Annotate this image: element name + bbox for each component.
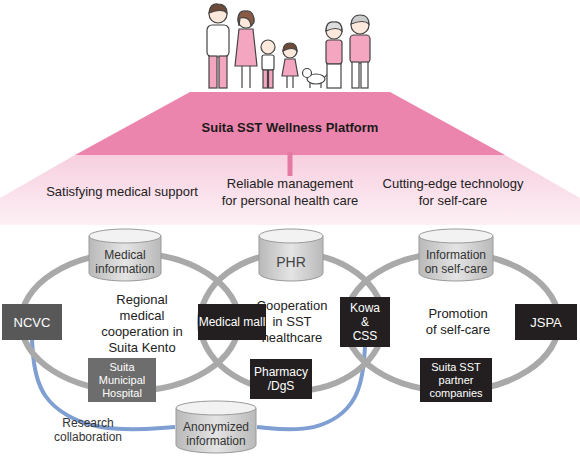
dog-leg (309, 83, 310, 88)
organization-name: Pharmacy /DgS (250, 365, 312, 393)
person-leg (269, 70, 274, 88)
database-cylinder: PHR (258, 228, 324, 282)
database-cylinder: Anonymized information (175, 400, 257, 454)
person-hair (326, 22, 342, 31)
ring-label: Promotion of self-care (424, 306, 492, 338)
person-head (351, 16, 369, 34)
person-leg (219, 56, 227, 88)
organization-box: Suita SST partner companies (420, 358, 492, 402)
person-leg (241, 66, 242, 88)
organization-name: NCVC (14, 315, 51, 330)
person-leg (327, 64, 341, 88)
person-body (207, 25, 229, 57)
person-head (283, 44, 297, 58)
organization-box: Medical mall (198, 304, 266, 340)
person-hair (283, 43, 297, 51)
cylinder-top (259, 229, 323, 243)
database-label: PHR (260, 254, 322, 270)
platform-stem (288, 152, 293, 176)
organization-box: Kowa & CSS (340, 297, 390, 347)
value-band-shape (0, 155, 580, 225)
organization-name: Suita Municipal Hospital (91, 361, 153, 400)
organization-box: Suita Municipal Hospital (88, 358, 156, 402)
organization-box: JSPA (515, 304, 577, 340)
database-cylinder: Medical information (88, 228, 162, 282)
connector-label: Research collaboration (48, 416, 128, 444)
person-leg (249, 66, 250, 88)
platform-band: Suita SST Wellness Platform (75, 92, 505, 155)
organization-box: Pharmacy /DgS (250, 359, 312, 399)
person-hair (238, 11, 254, 26)
person-body (262, 55, 274, 70)
value-text: Satisfying medical support (22, 183, 222, 200)
organization-name: Suita SST partner companies (423, 361, 489, 400)
person-leg (361, 62, 368, 88)
person-body (282, 59, 298, 76)
person-body (235, 29, 257, 66)
person-leg (286, 76, 287, 88)
family-illustration (207, 4, 370, 88)
person-head (261, 40, 275, 54)
dog-head (303, 69, 312, 78)
database-cylinder: Information on self-care (418, 228, 494, 282)
person-hair (351, 15, 369, 24)
platform-band-shape (75, 92, 505, 155)
platform-title: Suita SST Wellness Platform (140, 120, 440, 136)
value-text: Cutting-edge technology for self-care (378, 175, 528, 209)
person-hair (209, 4, 227, 13)
organization-box: NCVC (2, 304, 62, 340)
database-label: Information on self-care (420, 248, 492, 276)
database-label: Anonymized information (177, 420, 255, 448)
value-text: Reliable management for personal health … (220, 175, 361, 209)
person-body (326, 40, 342, 64)
organization-name: Medical mall (199, 315, 266, 329)
cylinder-top (89, 229, 161, 243)
person-leg (292, 76, 293, 88)
person-leg (263, 70, 268, 88)
organization-name: Kowa & CSS (340, 301, 390, 343)
organization-name: JSPA (530, 315, 562, 330)
database-label: Medical information (90, 248, 160, 276)
dog-leg (320, 83, 321, 88)
cylinder-top (419, 229, 493, 243)
person-leg (352, 62, 359, 88)
cylinder-top (176, 401, 256, 415)
person-body (350, 35, 370, 63)
ring-label: Regional medical cooperation in Suita Ke… (101, 292, 183, 356)
value-band: Satisfying medical supportReliable manag… (0, 155, 580, 225)
person-leg (209, 56, 217, 88)
